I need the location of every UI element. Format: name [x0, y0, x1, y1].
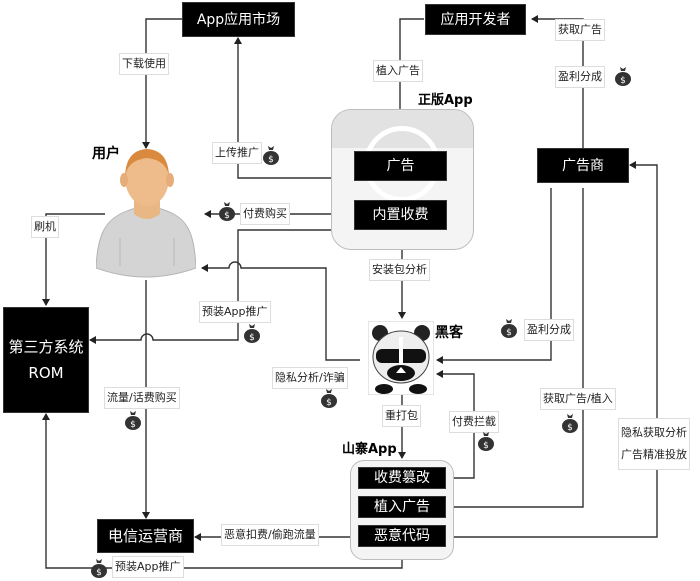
label-repackage: 重打包 [382, 405, 421, 427]
label-preinstall-promo-bottom: 预装App推广 [112, 556, 184, 578]
label-get-ad: 获取广告 [555, 19, 605, 41]
svg-text:$: $ [567, 423, 573, 433]
genuine-app-title: 正版App [418, 93, 473, 108]
money-bag-icon: $ [263, 146, 279, 165]
money-bag-icon: $ [501, 319, 517, 338]
label-download: 下载使用 [119, 53, 169, 75]
panda-hacker-icon[interactable] [368, 321, 434, 395]
user-avatar-icon[interactable] [96, 148, 196, 280]
genuine-ad-node[interactable]: 广告 [354, 151, 447, 181]
money-bag-icon: $ [615, 67, 631, 86]
svg-text:$: $ [96, 568, 102, 578]
label-profit-share-top: 盈利分成 [555, 66, 605, 88]
money-bag-icon: $ [125, 411, 141, 430]
svg-text:$: $ [326, 398, 332, 408]
svg-text:$: $ [249, 333, 255, 343]
rom-line-2: ROM [28, 364, 64, 382]
telecom-node[interactable]: 电信运营商 [97, 519, 194, 553]
label-flash-rom: 刷机 [31, 216, 59, 238]
fake-malware-node[interactable]: 恶意代码 [358, 525, 446, 547]
label-fee-intercept: 付费拦截 [449, 411, 499, 433]
user-title: 用户 [92, 146, 120, 162]
privacy-targeting-line-1: 隐私获取分析 [621, 426, 687, 439]
label-profit-share-mid: 盈利分成 [524, 319, 574, 341]
rom-node[interactable]: 第三方系统 ROM [3, 307, 89, 413]
label-paid-purchase: 付费购买 [240, 203, 290, 225]
advertiser-node[interactable]: 广告商 [537, 148, 629, 183]
privacy-targeting-line-2: 广告精准投放 [621, 448, 687, 461]
money-bag-icon: $ [321, 389, 337, 408]
fake-ad-node[interactable]: 植入广告 [358, 496, 446, 518]
fake-app-title: 山寨App [342, 442, 397, 457]
genuine-iap-node[interactable]: 内置收费 [354, 200, 447, 230]
label-privacy-fraud: 隐私分析/诈骗 [272, 367, 348, 389]
developer-node[interactable]: 应用开发者 [425, 4, 526, 35]
hacker-title: 黑客 [435, 325, 463, 341]
svg-text:$: $ [130, 420, 136, 430]
svg-text:$: $ [483, 441, 489, 451]
label-get-ad-embed: 获取广告/植入 [540, 388, 616, 410]
label-embed-ad: 植入广告 [373, 60, 423, 82]
svg-text:$: $ [268, 155, 274, 165]
label-privacy-targeting: 隐私获取分析 广告精准投放 [618, 418, 690, 470]
money-bag-icon: $ [219, 202, 235, 221]
money-bag-icon: $ [91, 559, 107, 578]
label-upload-promo: 上传推广 [212, 142, 262, 164]
money-bag-icon: $ [478, 432, 494, 451]
label-data-purchase: 流量/话费购买 [104, 387, 180, 409]
svg-text:$: $ [620, 76, 626, 86]
label-preinstall-promo-mid: 预装App推广 [199, 301, 271, 323]
svg-text:$: $ [506, 328, 512, 338]
money-bag-icon: $ [562, 414, 578, 433]
label-malicious-charge: 恶意扣费/偷跑流量 [221, 524, 319, 546]
rom-line-1: 第三方系统 [8, 338, 84, 356]
app-market-node[interactable]: App应用市场 [182, 2, 295, 37]
money-bag-icon: $ [244, 324, 260, 343]
fake-fee-node[interactable]: 收费篡改 [358, 467, 446, 489]
label-apk-analysis: 安装包分析 [369, 259, 430, 281]
svg-text:$: $ [224, 211, 230, 221]
